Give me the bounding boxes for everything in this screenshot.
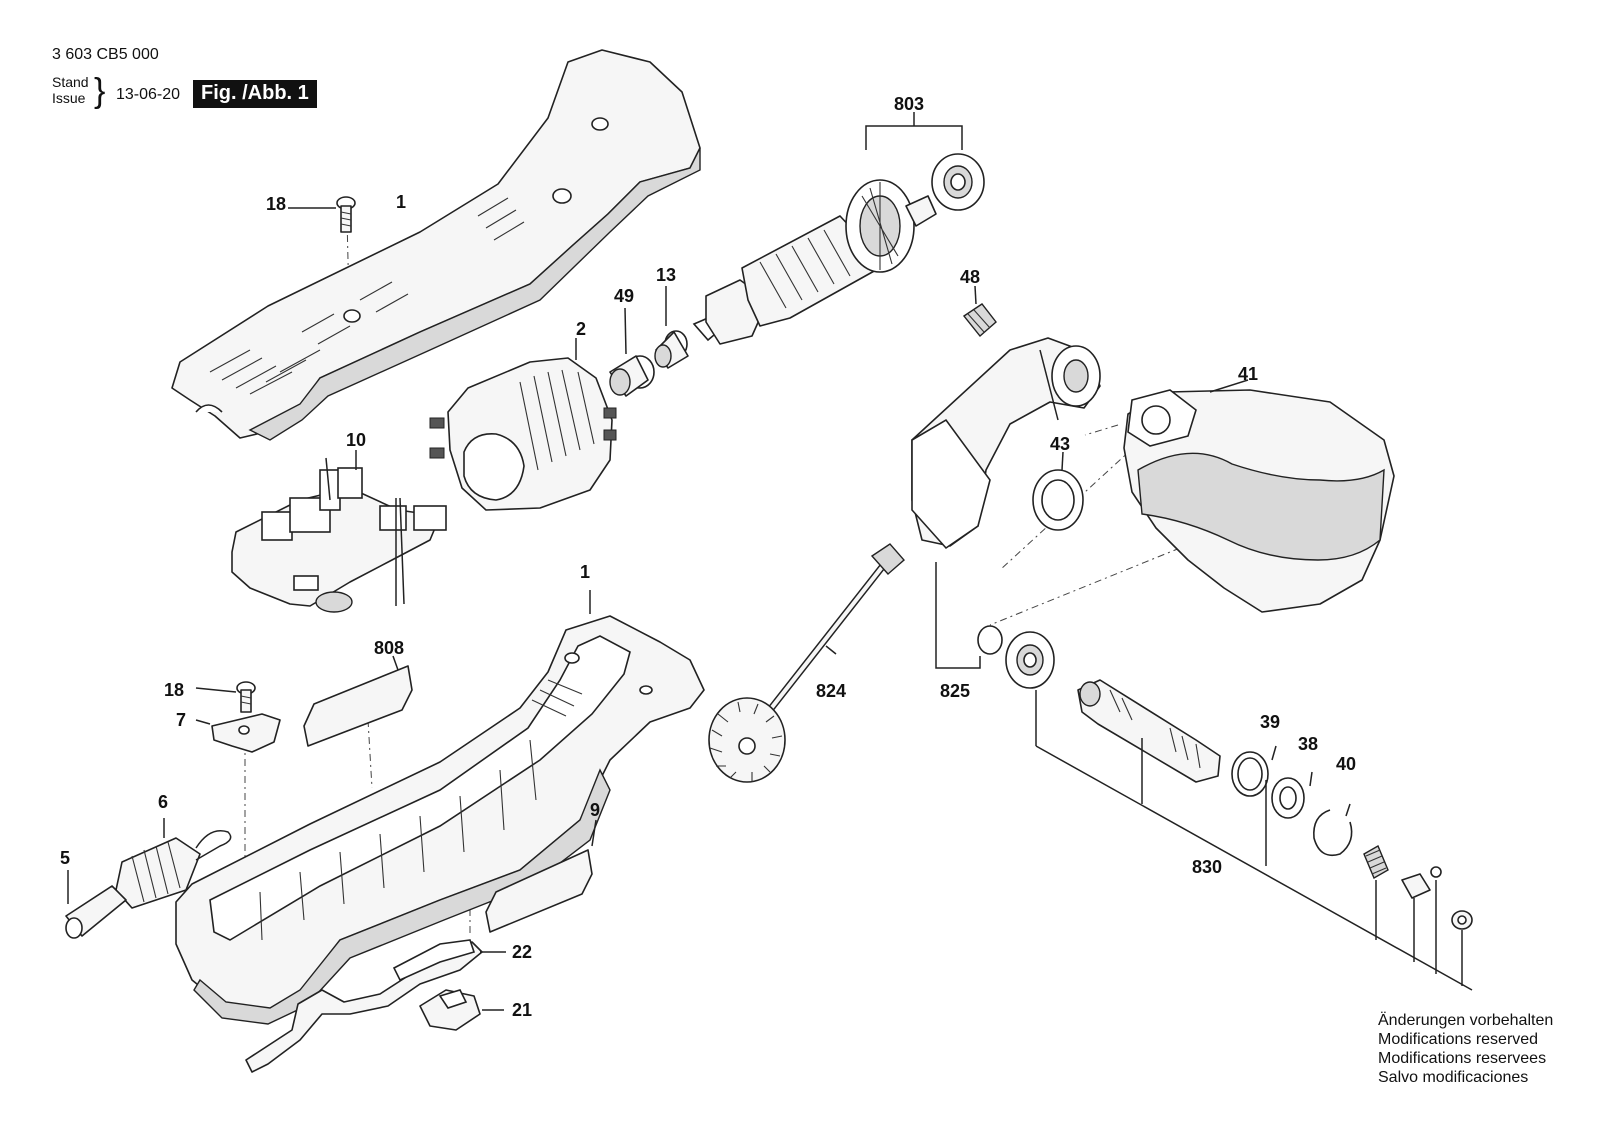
label-2: 2 [576, 319, 586, 339]
label-48: 48 [960, 267, 980, 287]
label-9: 9 [590, 800, 600, 820]
label-18-bottom: 18 [164, 680, 184, 700]
notice-line-fr: Modifications reservees [1378, 1050, 1547, 1067]
figure-badge: Fig. /Abb. 1 [193, 80, 317, 108]
label-10: 10 [346, 430, 366, 450]
part-labels: 1 18 2 10 49 13 803 48 41 43 1 808 18 7 … [60, 94, 1356, 1020]
notice-line-de: Änderungen vorbehalten [1378, 1012, 1554, 1029]
guard-part [1123, 379, 1395, 613]
stand-label: Stand [52, 74, 89, 90]
issue-label: Issue [52, 90, 86, 106]
label-825: 825 [940, 681, 970, 701]
label-803: 803 [894, 94, 924, 114]
pinion-gear-part [962, 285, 997, 338]
gear-housing-part [911, 337, 1101, 550]
label-49: 49 [614, 286, 634, 306]
switch-module-part [231, 450, 447, 613]
notice-line-en: Modifications reserved [1378, 1031, 1539, 1048]
cable-clamp-part [195, 713, 281, 753]
label-6: 6 [158, 792, 168, 812]
label-18-top: 18 [266, 194, 286, 214]
label-5: 5 [60, 848, 70, 868]
label-21: 21 [512, 1000, 532, 1020]
washer-part [1032, 451, 1084, 531]
spindle-part [1035, 679, 1473, 991]
notice-line-es: Salvo modificaciones [1378, 1069, 1529, 1086]
label-830: 830 [1192, 857, 1222, 877]
label-41: 41 [1238, 364, 1258, 384]
label-plate-part [303, 655, 413, 747]
label-13: 13 [656, 265, 676, 285]
label-824: 824 [816, 681, 846, 701]
needle-bearing-part [654, 286, 689, 369]
bushing-part [609, 307, 655, 397]
modifications-notice: Änderungen vorbehalten Modifications res… [1378, 1011, 1553, 1087]
cable-sleeve-part [115, 818, 232, 909]
drawing-number: 3 603 CB5 000 [52, 46, 159, 63]
label-40: 40 [1336, 754, 1356, 774]
label-1-bottom: 1 [580, 562, 590, 582]
issue-date: 13-06-20 [116, 86, 181, 103]
label-1-top: 1 [396, 192, 406, 212]
housing-top-part [171, 49, 701, 441]
housing-bottom-part [175, 590, 705, 1025]
label-43: 43 [1050, 434, 1070, 454]
switch-slider-part [245, 939, 506, 1073]
screw-top-part [288, 196, 356, 233]
drive-shaft-part [708, 543, 905, 783]
power-cable-part [65, 870, 127, 939]
bearing-set-part [935, 562, 1055, 689]
label-39: 39 [1260, 712, 1280, 732]
armature-part [692, 112, 985, 345]
switch-button-part [419, 989, 504, 1031]
label-7: 7 [176, 710, 186, 730]
label-38: 38 [1298, 734, 1318, 754]
brace-glyph: } [94, 72, 106, 110]
label-plate-bottom-part [485, 819, 597, 933]
stand-issue-label: Stand Issue [52, 74, 89, 106]
stator-part [429, 338, 617, 511]
label-808: 808 [374, 638, 404, 658]
label-22: 22 [512, 942, 532, 962]
screw-bottom-part [195, 681, 256, 713]
